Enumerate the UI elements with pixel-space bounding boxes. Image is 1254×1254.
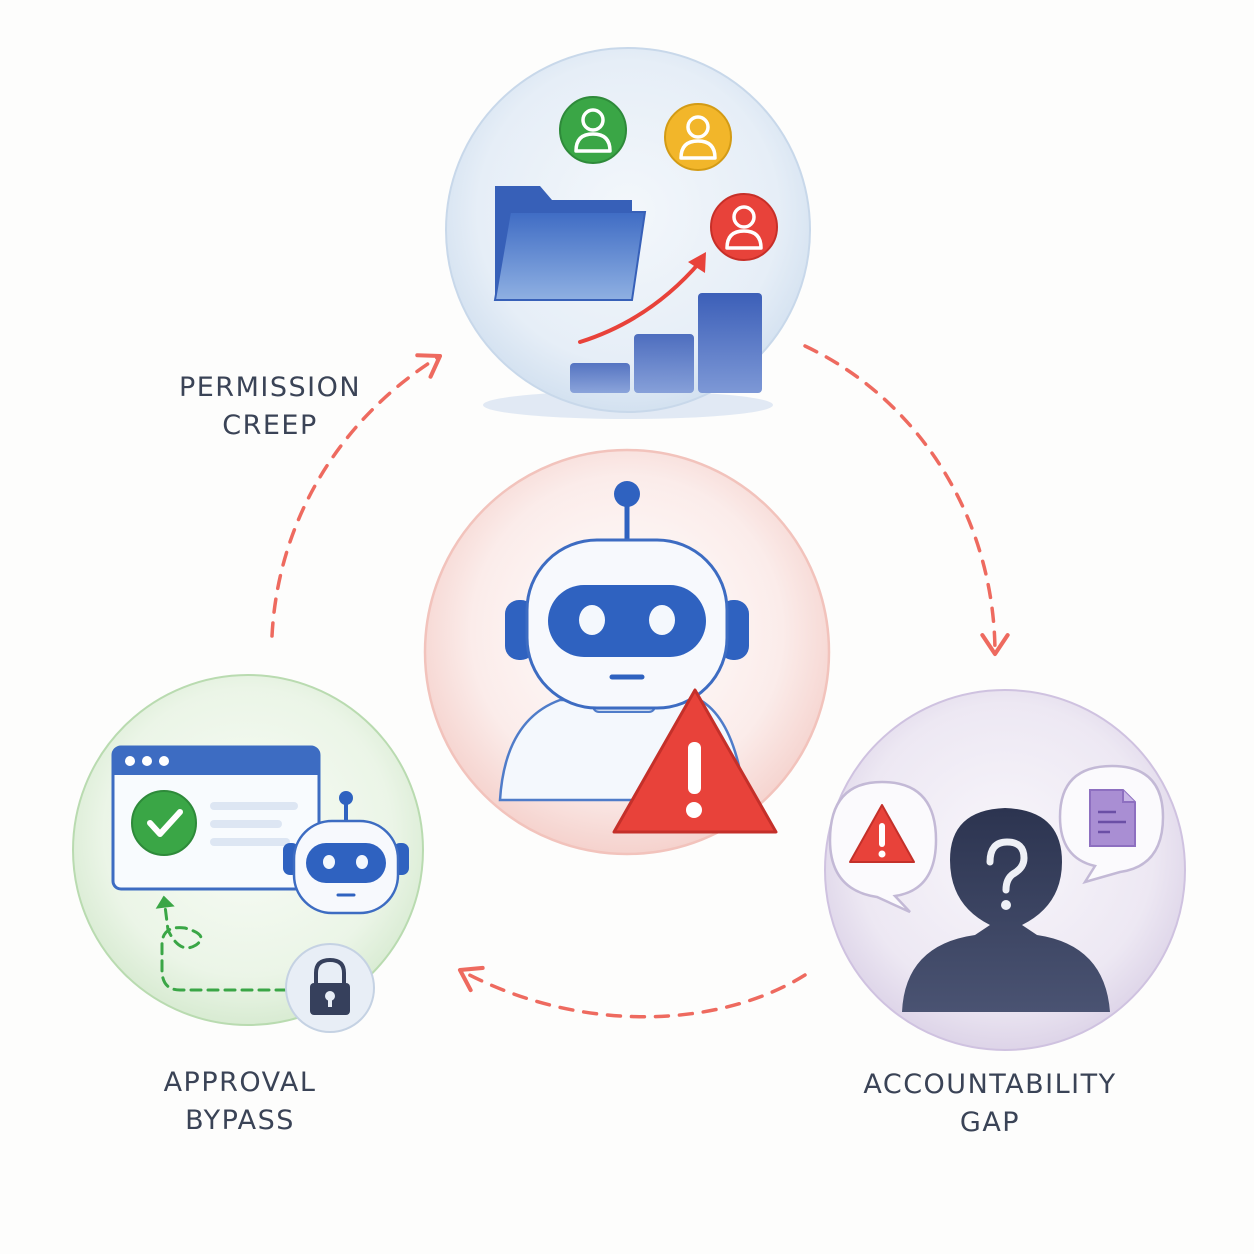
user-avatar-icon-yellow: [664, 103, 732, 171]
accountability-gap-label-line-2: GAP: [959, 1107, 1021, 1138]
folder-icon: [493, 186, 647, 301]
ai-agent-node: [423, 448, 831, 856]
permission-creep-label-line-2: CREEP: [222, 410, 318, 441]
accountability-gap-label-line-1: ACCOUNTABILITY: [863, 1069, 1117, 1100]
permission-creep-label: PERMISSION CREEP: [150, 369, 390, 445]
question-mark-icon: [986, 838, 1028, 910]
user-avatar-icon-green: [559, 96, 627, 164]
rising-bar-chart-icon: [570, 293, 762, 393]
rising-arrow-icon: [578, 252, 706, 344]
permission-creep-label-line-1: PERMISSION: [178, 372, 362, 403]
small-robot-icon: [283, 791, 409, 915]
arrow-to-approval-bypass: [457, 965, 807, 1019]
document-speech-bubble-icon: [1058, 764, 1165, 885]
accountability-gap-node: [824, 689, 1186, 1051]
warning-speech-bubble-icon: [828, 780, 938, 914]
approval-bypass-label-line-2: BYPASS: [185, 1105, 295, 1136]
padlock-icon: [285, 943, 375, 1033]
permission-creep-node: [445, 47, 811, 419]
approval-bypass-node: [72, 674, 424, 1033]
bypass-path-arrow-icon: [155, 895, 288, 992]
cycle-arrows: [270, 344, 1010, 1019]
approval-bypass-label-line-1: APPROVAL: [163, 1067, 317, 1098]
user-avatar-icon-red: [710, 193, 778, 261]
accountability-gap-label: ACCOUNTABILITY GAP: [830, 1066, 1150, 1142]
arrow-to-permission-creep: [270, 353, 443, 638]
checkmark-icon: [131, 790, 197, 856]
warning-triangle-icon: [612, 688, 778, 834]
approval-bypass-label: APPROVAL BYPASS: [120, 1064, 360, 1140]
arrow-to-accountability-gap: [803, 344, 1010, 657]
